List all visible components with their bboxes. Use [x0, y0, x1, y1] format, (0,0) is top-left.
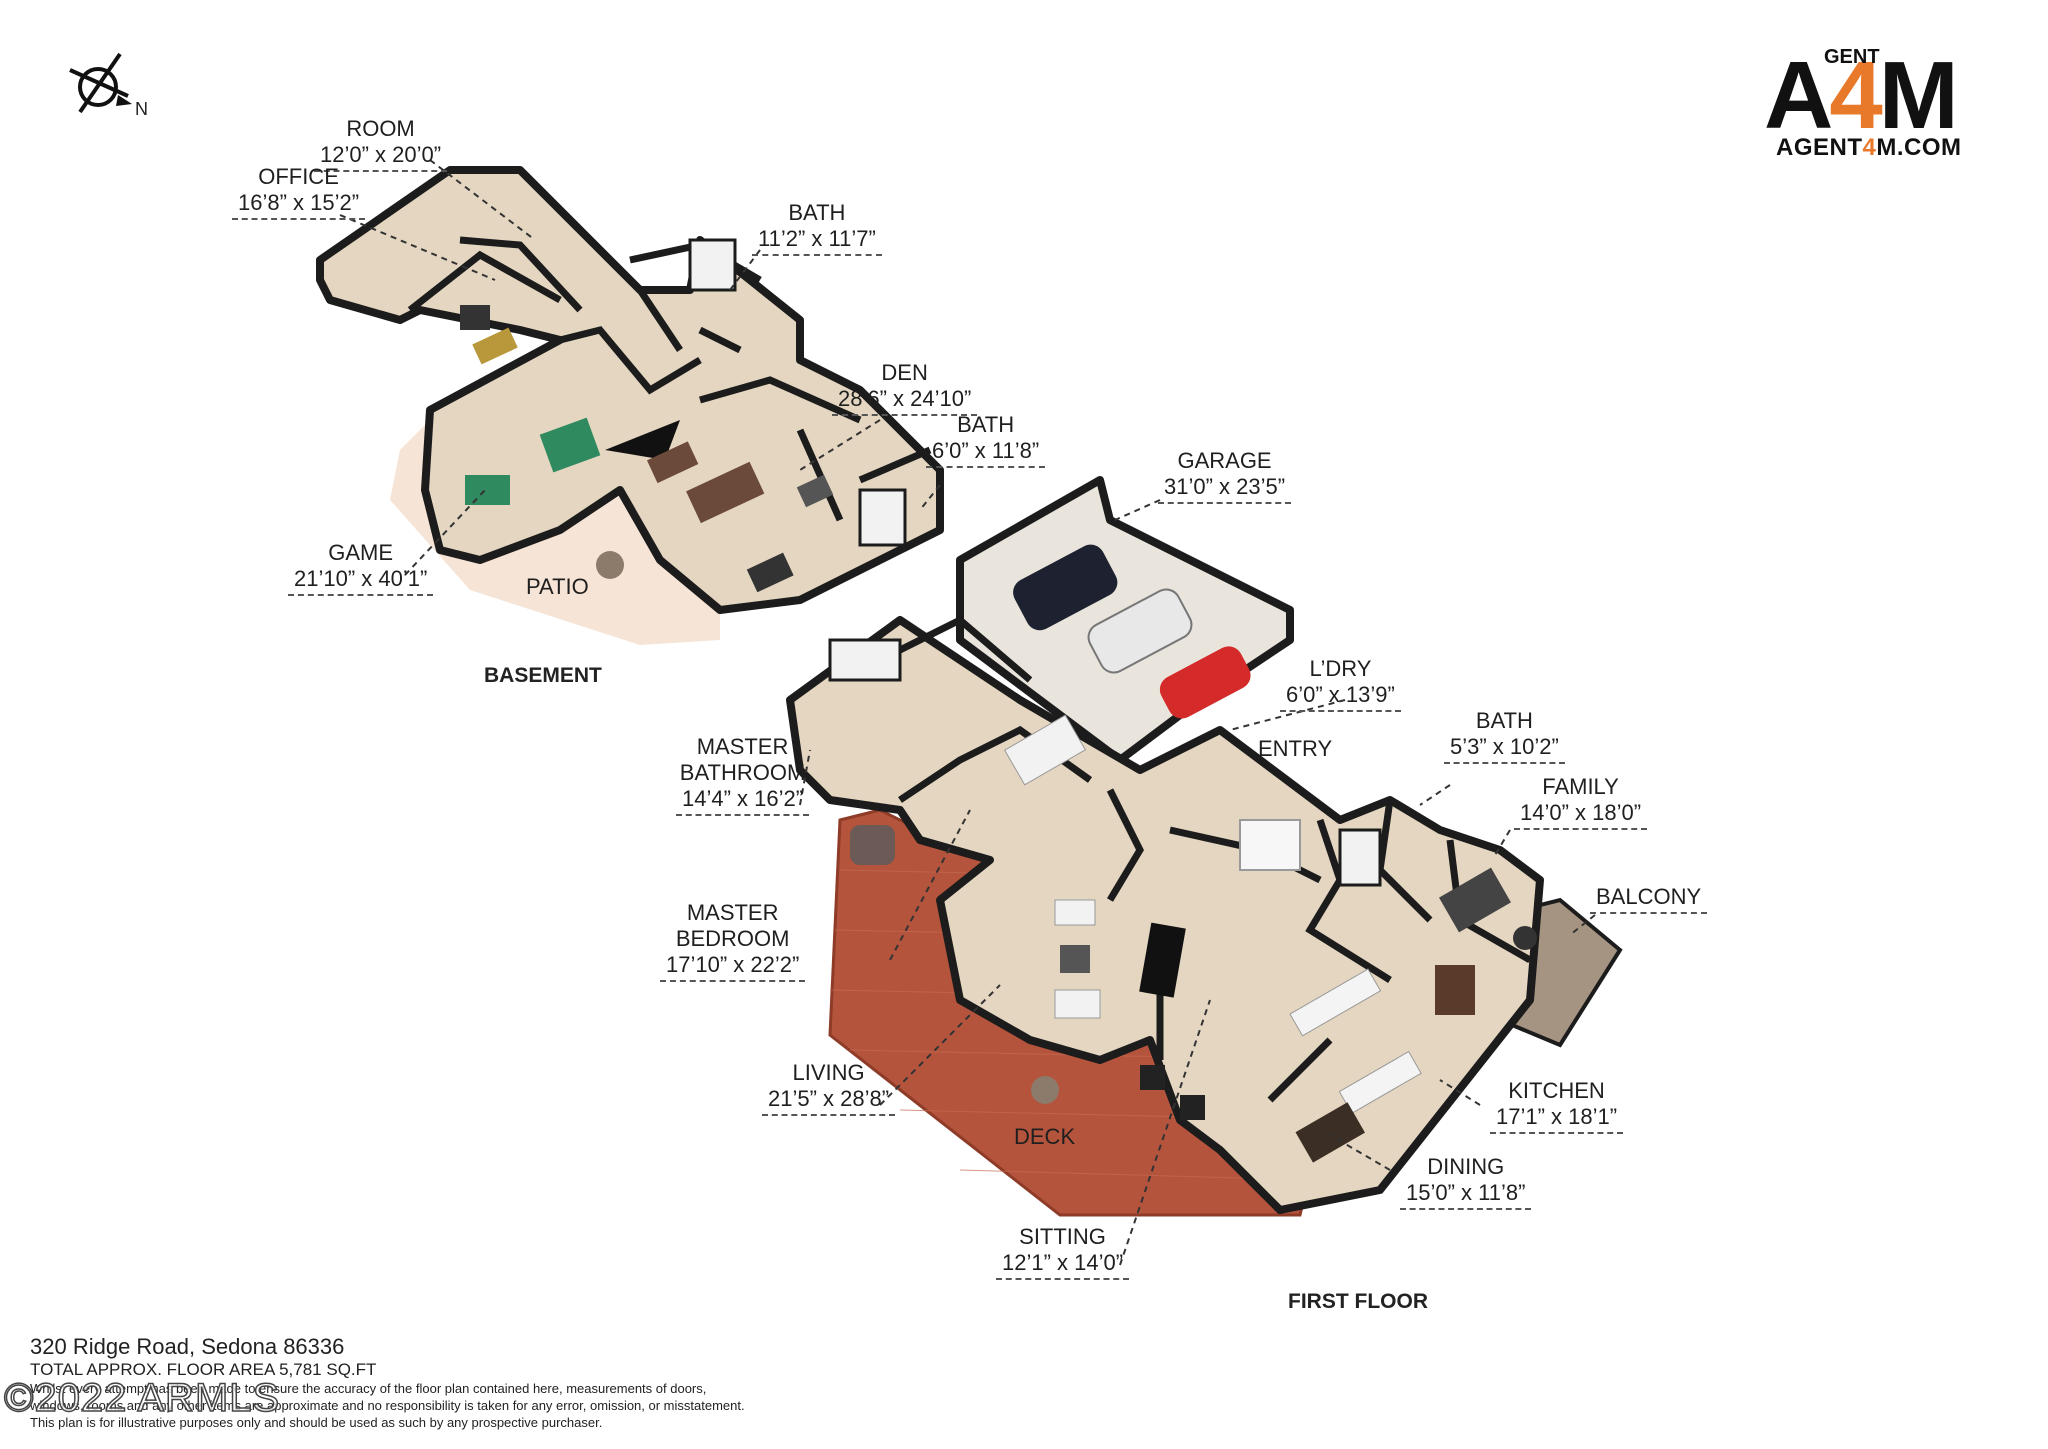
compass-icon — [69, 52, 132, 114]
floor-title-basement: BASEMENT — [484, 664, 602, 687]
total-floor-area: TOTAL APPROX. FLOOR AREA 5,781 SQ.FT — [30, 1360, 377, 1379]
disclaimer-line-3: This plan is for illustrative purposes o… — [30, 1415, 603, 1430]
first-floor-plan — [786, 476, 1623, 1217]
logo-url: AGENT4M.COM — [1776, 134, 1962, 161]
logo-mark: A4M — [1764, 42, 1959, 149]
compass-north-label: N — [135, 99, 148, 119]
plan-footer: 320 Ridge Road, Sedona 86336 TOTAL APPRO… — [30, 1334, 850, 1431]
disclaimer-line-2: windows, rooms and any other items are a… — [30, 1398, 745, 1413]
label-patio: PATIO — [526, 574, 589, 599]
logo-small-text: GENT — [1824, 46, 1880, 68]
agent4m-logo: A4M GENT AGENT4M.COM — [1764, 42, 2000, 161]
property-address: 320 Ridge Road, Sedona 86336 — [30, 1334, 345, 1359]
label-deck: DECK — [1014, 1124, 1076, 1149]
label-master-bedroom: MASTER BEDROOM 17’10” x 22’2” — [660, 900, 806, 982]
disclaimer-line-1: Whilst every attempt has been made to en… — [30, 1381, 707, 1396]
first-floor-area — [786, 616, 1544, 1214]
label-master-bathroom: MASTER BATHROOM 14’4” x 16’2” — [676, 734, 810, 816]
floor-title-first-floor: FIRST FLOOR — [1288, 1290, 1428, 1313]
copyright-watermark: ©2022 ARMLS — [3, 1375, 281, 1421]
label-balcony: BALCONY — [1590, 884, 1708, 914]
label-entry: ENTRY — [1258, 736, 1333, 761]
